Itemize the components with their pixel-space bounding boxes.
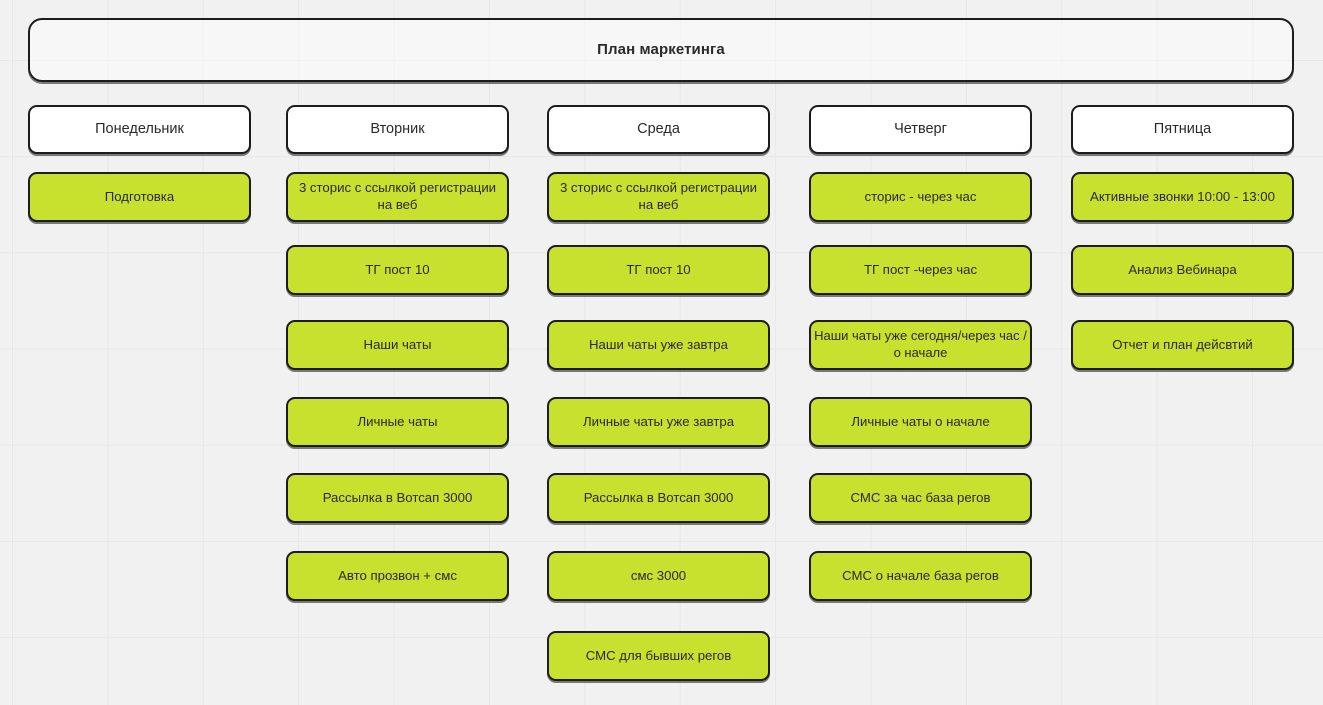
task-card[interactable]: сторис - через час [809,172,1032,222]
day-header-thursday[interactable]: Четверг [809,105,1032,154]
task-card-label: Рассылка в Вотсап 3000 [322,489,473,505]
task-card-label: Анализ Вебинара [1128,261,1237,277]
task-card-label: 3 сторис с ссылкой регистрации на веб [559,180,758,212]
task-card-label: Авто прозвон + смс [338,567,457,583]
task-card-label: Наши чаты [363,336,432,352]
task-card[interactable]: ТГ пост 10 [547,245,770,295]
day-header-label: Вторник [370,121,425,138]
task-card-label: СМС за час база регов [850,489,991,505]
task-card-label: ТГ пост -через час [863,261,978,277]
day-header-label: Понедельник [95,121,184,138]
page-title: План маркетинга [597,41,725,59]
task-card[interactable]: Личные чаты [286,397,509,447]
task-card[interactable]: 3 сторис с ссылкой регистрации на веб [547,172,770,222]
task-card[interactable]: СМС за час база регов [809,473,1032,523]
task-card[interactable]: Активные звонки 10:00 - 13:00 [1071,172,1294,222]
day-header-tuesday[interactable]: Вторник [286,105,509,154]
task-card-label: Подготовка [104,188,175,204]
task-card[interactable]: Личные чаты о начале [809,397,1032,447]
task-card-label: Личные чаты о начале [851,413,990,429]
task-card-label: смс 3000 [630,567,687,583]
task-card-label: СМС для бывших регов [585,647,732,663]
task-card[interactable]: смс 3000 [547,551,770,601]
day-header-label: Пятница [1153,121,1212,138]
task-card[interactable]: ТГ пост 10 [286,245,509,295]
task-card-label: 3 сторис с ссылкой регистрации на веб [298,180,497,212]
task-card[interactable]: Наши чаты уже завтра [547,320,770,370]
day-header-label: Четверг [894,121,947,138]
task-card-label: сторис - через час [864,188,977,204]
task-card-label: ТГ пост 10 [365,261,430,277]
day-header-monday[interactable]: Понедельник [28,105,251,154]
task-card[interactable]: Отчет и план дейсвтий [1071,320,1294,370]
task-card[interactable]: ТГ пост -через час [809,245,1032,295]
task-card[interactable]: Авто прозвон + смс [286,551,509,601]
task-card[interactable]: Наши чаты [286,320,509,370]
task-card-label: Наши чаты уже завтра [589,336,728,352]
task-card-label: Личные чаты [357,413,438,429]
task-card[interactable]: Рассылка в Вотсап 3000 [547,473,770,523]
task-card-label: Отчет и план дейсвтий [1112,336,1253,352]
task-card[interactable]: СМС о начале база регов [809,551,1032,601]
board-title-card[interactable]: План маркетинга [28,18,1294,82]
task-card[interactable]: Рассылка в Вотсап 3000 [286,473,509,523]
task-card[interactable]: Личные чаты уже завтра [547,397,770,447]
day-header-wednesday[interactable]: Среда [547,105,770,154]
task-card[interactable]: Подготовка [28,172,251,222]
task-card-label: СМС о начале база регов [842,567,999,583]
day-header-label: Среда [637,121,680,138]
task-card[interactable]: Наши чаты уже сегодня/через час / о нача… [809,320,1032,370]
task-card[interactable]: СМС для бывших регов [547,631,770,681]
task-card[interactable]: 3 сторис с ссылкой регистрации на веб [286,172,509,222]
task-card-label: Активные звонки 10:00 - 13:00 [1090,188,1275,204]
task-card-label: Личные чаты уже завтра [582,413,735,429]
task-card-label: Рассылка в Вотсап 3000 [583,489,734,505]
task-card-label: Наши чаты уже сегодня/через час / о нача… [814,328,1027,360]
day-header-friday[interactable]: Пятница [1071,105,1294,154]
task-card[interactable]: Анализ Вебинара [1071,245,1294,295]
task-card-label: ТГ пост 10 [626,261,691,277]
